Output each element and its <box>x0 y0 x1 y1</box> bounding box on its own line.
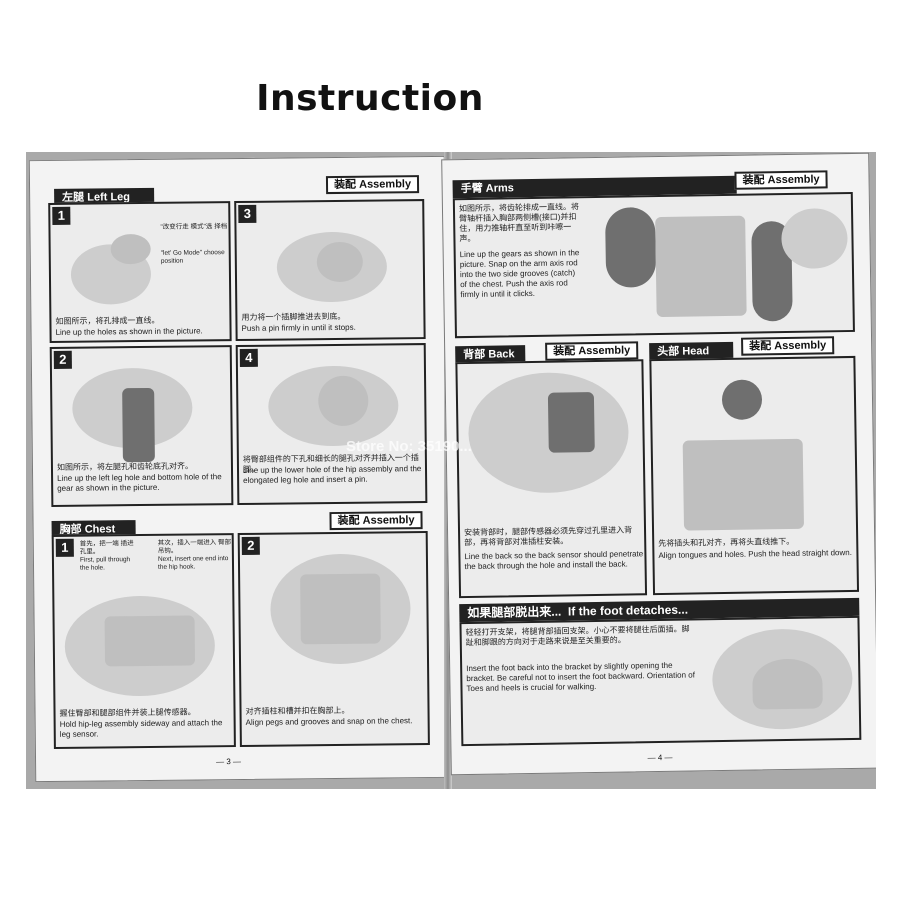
caption-cn: 如图所示，将孔排成一直线。 <box>55 315 229 327</box>
note-en: First, pull through the hole. <box>80 556 140 573</box>
caption-en: Line up the gears as shown in the pictur… <box>460 248 581 300</box>
caption-cn: 如图所示，将左腿孔和齿轮底孔对齐。 <box>57 461 231 473</box>
caption-en: Align pegs and grooves and snap on the c… <box>246 716 426 728</box>
foot-illustration <box>752 658 823 709</box>
chest-gears-illustration <box>655 216 747 317</box>
chest-illustration <box>300 574 381 645</box>
arm-illustration <box>605 207 656 288</box>
leg-part-illustration <box>122 388 155 462</box>
step-number: 3 <box>238 205 256 223</box>
caption-cn: 对齐插柱和槽并扣在胸部上。 <box>245 705 425 717</box>
head-panel: 先将插头和孔对齐，再将头直线推下。 Align tongues and hole… <box>649 356 859 595</box>
step-number: 2 <box>242 537 260 555</box>
left-leg-step-1: 1 "改变行走 模式"选 择档 "let' Go Mode" choose po… <box>48 201 231 343</box>
back-panel: 安装背部时，腿部传感器必须先穿过孔里进入背部，再将背部对准插柱安装。 Line … <box>455 359 647 598</box>
foot-panel: 轻轻打开支架，将腿背部插回支架。小心不要将腿往后面插。脚趾和脚跟的方向对于走路来… <box>459 616 861 746</box>
note-cn: 首先，把一端 插进孔里。 <box>80 540 140 557</box>
arms-panel: 如图所示，将齿轮排成一直线。将臂轴杆插入胸部两侧槽(接口)并扣住，用力推轴杆直至… <box>453 192 855 338</box>
step-number: 4 <box>240 349 258 367</box>
assembly-label-chest: 装配 Assembly <box>329 511 422 530</box>
caption-en: Line the back so the back sensor should … <box>464 549 644 572</box>
hand-illustration <box>781 208 848 269</box>
caption-en: Line up the lower hole of the hip assemb… <box>243 464 423 486</box>
back-cover-illustration <box>548 392 595 453</box>
right-page: 手臂 Arms 装配 Assembly 如图所示，将齿轮排成一直线。将臂轴杆插入… <box>441 153 876 776</box>
caption-en: Line up the holes as shown in the pictur… <box>56 326 230 338</box>
chest-step-2: 2 对齐插柱和槽并扣在胸部上。 Align pegs and grooves a… <box>238 531 430 747</box>
watermark: Store No: 35190... <box>346 438 472 455</box>
caption-cn: 轻轻打开支架，将腿背部插回支架。小心不要将腿往后面插。脚趾和脚跟的方向对于走路来… <box>466 624 696 648</box>
caption-en: Push a pin firmly in until it stops. <box>241 322 421 334</box>
caption-cn: 先将插头和孔对齐，再将头直线推下。 <box>658 536 856 549</box>
hip-leg-assembly-illustration <box>105 615 196 666</box>
page-title: Instruction <box>0 78 740 119</box>
caption-cn: 如图所示，将齿轮排成一直线。将臂轴杆插入胸部两侧槽(接口)并扣住，用力推轴杆直至… <box>459 202 580 244</box>
page-number: — 3 — <box>216 757 241 766</box>
head-illustration <box>722 379 763 420</box>
body-illustration <box>683 439 804 531</box>
caption-en: Align tongues and holes. Push the head s… <box>658 548 856 561</box>
assembly-label-back: 装配 Assembly <box>545 341 638 360</box>
mode-note-cn: "改变行走 模式"选 择档 <box>160 223 230 232</box>
caption-en: Hold hip-leg assembly sideway and attach… <box>60 718 234 740</box>
step-number: 2 <box>54 351 72 369</box>
caption-en: Insert the foot back into the bracket by… <box>466 660 696 694</box>
caption-en: Line up the left leg hole and bottom hol… <box>57 472 231 494</box>
left-page: 左腿 Left Leg 装配 Assembly 1 "改变行走 模式"选 择档 … <box>29 156 451 782</box>
booklet-photo: 左腿 Left Leg 装配 Assembly 1 "改变行走 模式"选 择档 … <box>26 152 876 789</box>
page-number: — 4 — <box>648 753 673 762</box>
caption-cn: 握住臀部和腿部组件并装上腿传感器。 <box>60 707 234 719</box>
caption-cn: 安装背部时，腿部传感器必须先穿过孔里进入背部，再将背部对准插柱安装。 <box>464 525 644 548</box>
note-en: Next, insert one end into the hip hook. <box>158 555 232 572</box>
assembly-label-arms: 装配 Assembly <box>734 170 827 189</box>
chest-step-1: 1 首先，把一端 插进孔里。 First, pull through the h… <box>52 533 236 749</box>
left-leg-step-3: 3 用力将一个插脚推进去到底。 Push a pin firmly in unt… <box>234 199 425 341</box>
step-number: 1 <box>56 539 74 557</box>
caption-cn: 用力将一个插脚推进去到底。 <box>241 311 421 323</box>
assembly-label-head: 装配 Assembly <box>741 336 834 355</box>
hip-illustration <box>318 376 369 427</box>
assembly-label-left-leg: 装配 Assembly <box>326 175 419 194</box>
left-leg-step-4: 4 将臀部组件的下孔和细长的腿孔对齐并插入一个插脚。 Line up the l… <box>236 343 428 505</box>
mode-note-en: "let' Go Mode" choose position <box>161 249 231 266</box>
left-leg-step-2: 2 如图所示，将左腿孔和齿轮底孔对齐。 Line up the left leg… <box>50 345 234 507</box>
note-cn: 其次，插入一端进入 臀部吊钩。 <box>158 539 232 556</box>
step-number: 1 <box>52 207 70 225</box>
